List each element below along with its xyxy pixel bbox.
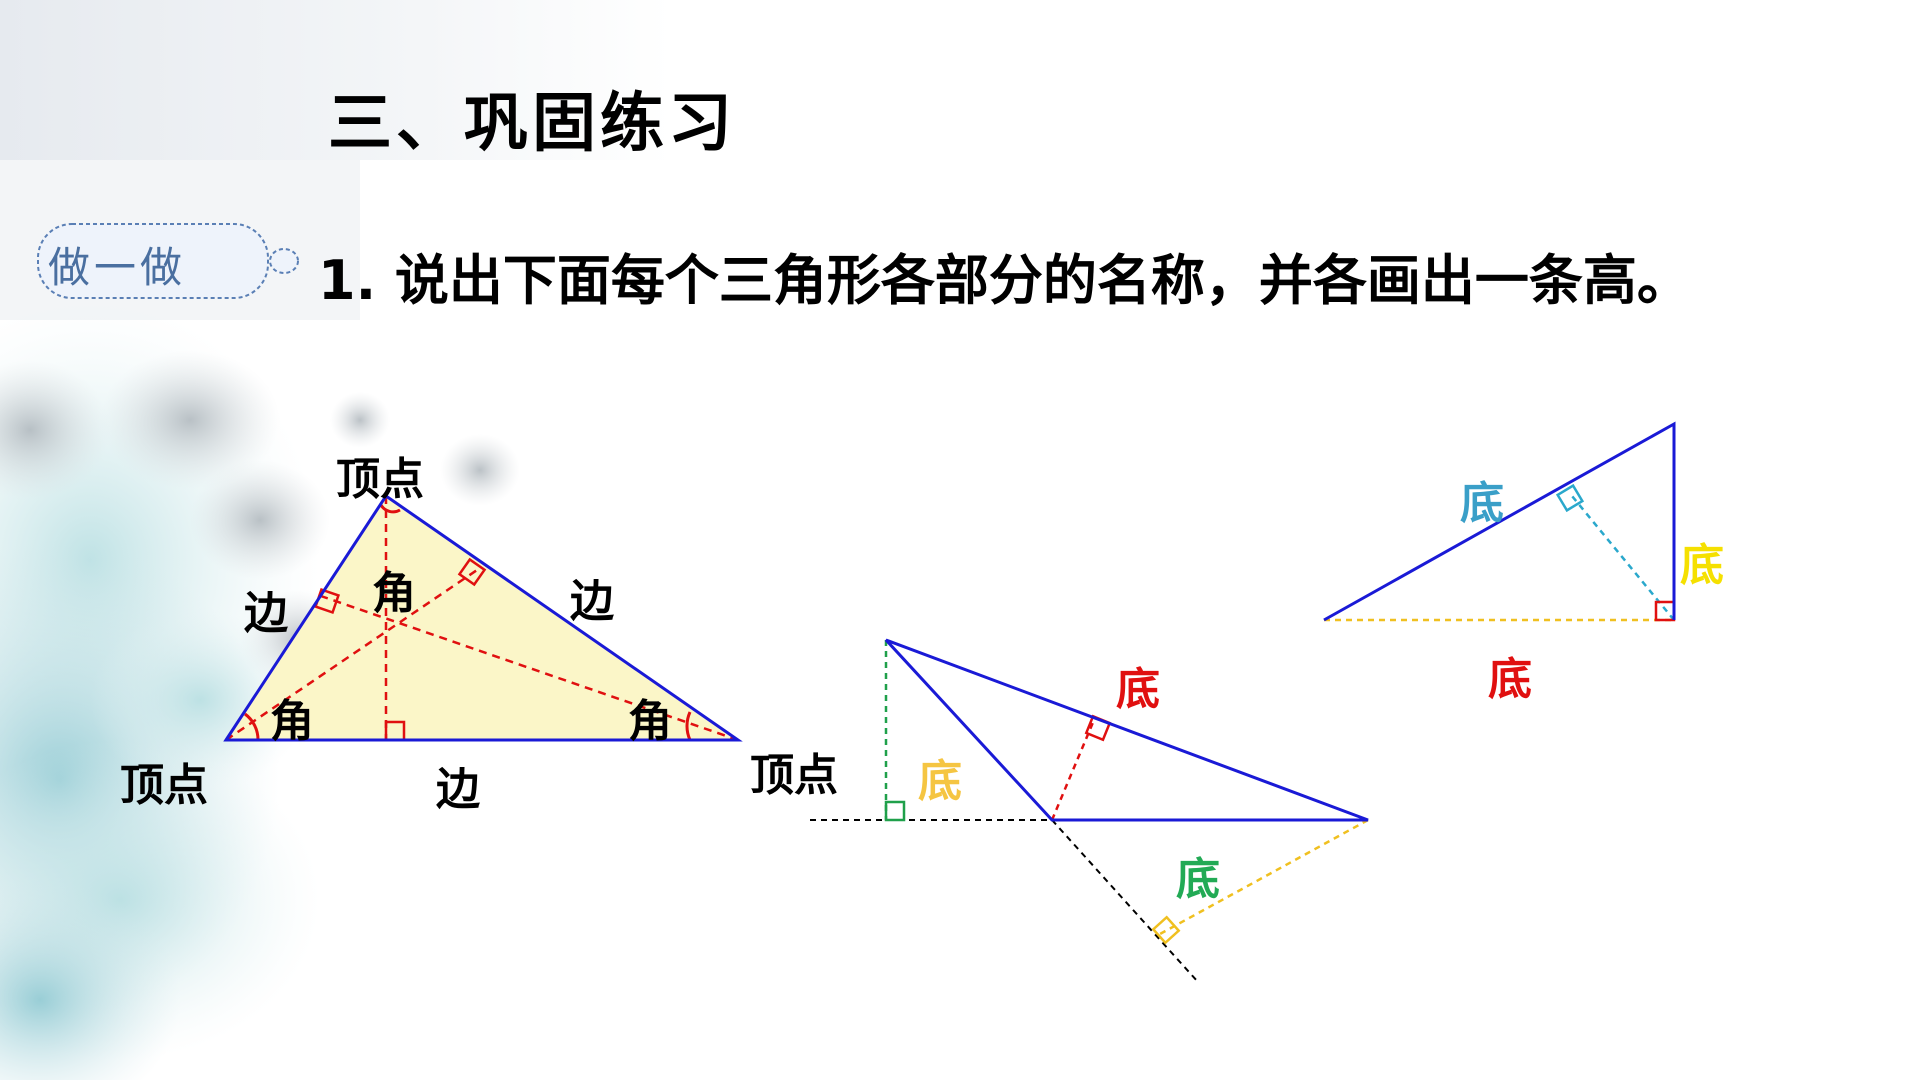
label-side-left: 边 bbox=[244, 588, 288, 639]
angle-arc-top bbox=[379, 504, 401, 514]
triangle-2-height-red bbox=[1050, 719, 1096, 821]
triangle-1-edges bbox=[223, 493, 743, 742]
triangle-1-fill bbox=[226, 496, 738, 740]
triangle-2-edges bbox=[884, 638, 1369, 822]
label-side-right: 边 bbox=[570, 576, 614, 627]
label-vertex-left: 顶点 bbox=[120, 760, 208, 811]
label-angle-top: 角 bbox=[372, 568, 416, 619]
label-base-red: 底 bbox=[1116, 664, 1160, 715]
right-angle-mark bbox=[1555, 483, 1585, 513]
label-base-red: 底 bbox=[1488, 654, 1532, 705]
label-base-brightyellow: 底 bbox=[1680, 540, 1724, 591]
triangle-1-height-left bbox=[225, 566, 481, 742]
page-title: 三、巩固练习 bbox=[328, 87, 736, 161]
label-base-teal: 底 bbox=[1460, 478, 1504, 529]
triangle-3-height-teal bbox=[1571, 495, 1675, 621]
figure-3-triangle: 底 底 底 bbox=[1323, 421, 1724, 705]
triangle-1-height-right bbox=[317, 593, 739, 742]
label-vertex: 顶点 bbox=[750, 750, 838, 801]
exercise-instruction: 1. 说出下面每个三角形各部分的名称，并各画出一条高。 bbox=[318, 249, 1691, 312]
label-angle-right: 角 bbox=[628, 696, 672, 747]
label-base-green: 底 bbox=[1176, 854, 1220, 905]
right-angle-mark bbox=[457, 557, 487, 587]
right-angle-mark bbox=[884, 800, 906, 822]
angle-arc-left bbox=[244, 712, 260, 741]
label-vertex-top: 顶点 bbox=[336, 454, 424, 505]
badge-label: 做一做 bbox=[48, 243, 187, 292]
badge-tag bbox=[37, 223, 299, 299]
figure-1-triangle: 顶点 顶点 边 边 边 角 角 角 bbox=[120, 454, 743, 815]
label-base-yellow: 底 bbox=[918, 756, 962, 807]
figure-2-triangle: 顶点 底 底 底 bbox=[750, 638, 1369, 983]
label-angle-left: 角 bbox=[270, 696, 314, 747]
triangle-3-edges bbox=[1323, 421, 1676, 622]
label-side-bottom: 边 bbox=[436, 764, 480, 815]
triangle-2-extension-side bbox=[1051, 819, 1199, 983]
right-angle-mark bbox=[1151, 915, 1181, 945]
angle-arc-right bbox=[685, 711, 692, 741]
